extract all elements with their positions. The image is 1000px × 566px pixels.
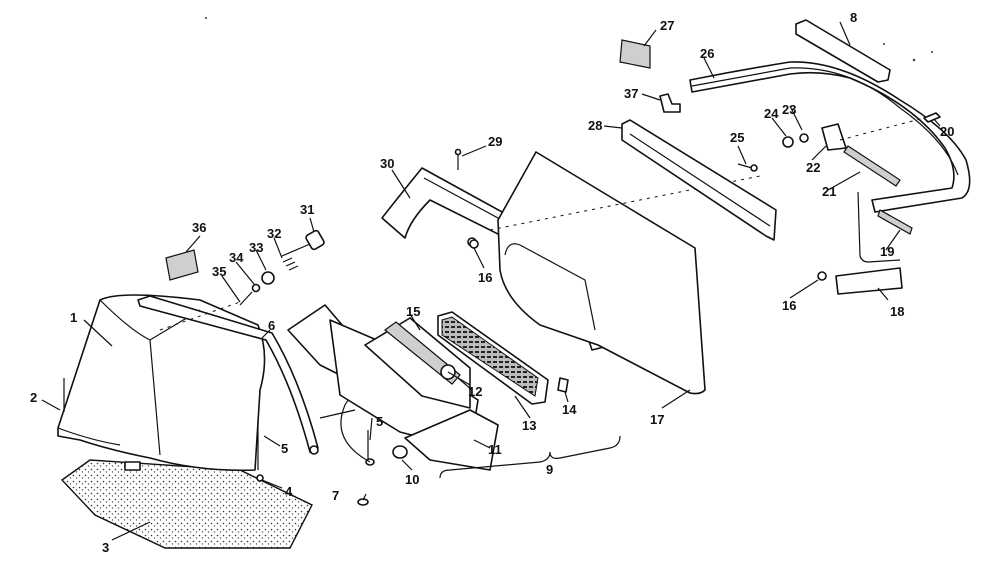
callout-5-right: 5 — [376, 414, 383, 429]
part-8-top-bar — [795, 19, 891, 83]
callout-14: 14 — [562, 402, 577, 417]
callout-16-right: 16 — [782, 298, 796, 313]
callout-26: 26 — [700, 46, 714, 61]
callout-labels: 1 2 3 4 5 5 6 7 8 9 10 11 12 13 14 15 16… — [30, 10, 954, 555]
callout-22: 22 — [806, 160, 820, 175]
callout-15: 15 — [406, 304, 420, 319]
callout-29: 29 — [488, 134, 502, 149]
callout-5-left: 5 — [281, 441, 288, 456]
part-37-bracket — [659, 93, 681, 113]
callout-2: 2 — [30, 390, 37, 405]
callout-9: 9 — [546, 462, 553, 477]
callout-12: 12 — [468, 384, 482, 399]
callout-33: 33 — [249, 240, 263, 255]
assembly-9-bracket — [439, 435, 621, 479]
part-26-bumper — [689, 61, 971, 213]
callout-10: 10 — [405, 472, 419, 487]
callout-6: 6 — [268, 318, 275, 333]
callout-19: 19 — [880, 244, 894, 259]
callout-24: 24 — [764, 106, 779, 121]
callout-3: 3 — [102, 540, 109, 555]
part-27-decal — [619, 39, 651, 69]
leader-lines — [41, 21, 941, 541]
callout-23: 23 — [782, 102, 796, 117]
duct-assembly — [287, 304, 499, 471]
screws-29-25 — [454, 148, 761, 231]
part-13-grille — [437, 311, 549, 405]
callout-35: 35 — [212, 264, 226, 279]
callout-28: 28 — [588, 118, 602, 133]
fastener-stack — [159, 229, 325, 331]
callout-31: 31 — [300, 202, 314, 217]
part-17-panel — [497, 151, 706, 395]
callout-18: 18 — [890, 304, 904, 319]
callout-36: 36 — [192, 220, 206, 235]
callout-11: 11 — [488, 442, 502, 457]
callout-25: 25 — [730, 130, 744, 145]
hinge-hardware — [782, 112, 941, 187]
side-bracket — [469, 191, 913, 295]
callout-32: 32 — [267, 226, 281, 241]
callout-27: 27 — [660, 18, 674, 33]
callout-17: 17 — [650, 412, 664, 427]
part-28-strip — [621, 119, 777, 241]
part-14-clip — [557, 377, 569, 393]
callout-30: 30 — [380, 156, 394, 171]
callout-8: 8 — [850, 10, 857, 25]
part-36-lens — [165, 249, 199, 281]
callout-34: 34 — [229, 250, 244, 265]
part-6-trim-rail — [137, 295, 319, 455]
callout-20: 20 — [940, 124, 954, 139]
callout-37: 37 — [624, 86, 638, 101]
scan-specks — [205, 17, 933, 62]
callout-4: 4 — [285, 484, 293, 499]
part-3-base-pad — [60, 459, 313, 549]
callout-21: 21 — [822, 184, 836, 199]
callout-1: 1 — [70, 310, 77, 325]
callout-13: 13 — [522, 418, 536, 433]
callout-7: 7 — [332, 488, 339, 503]
callout-16-center: 16 — [478, 270, 492, 285]
